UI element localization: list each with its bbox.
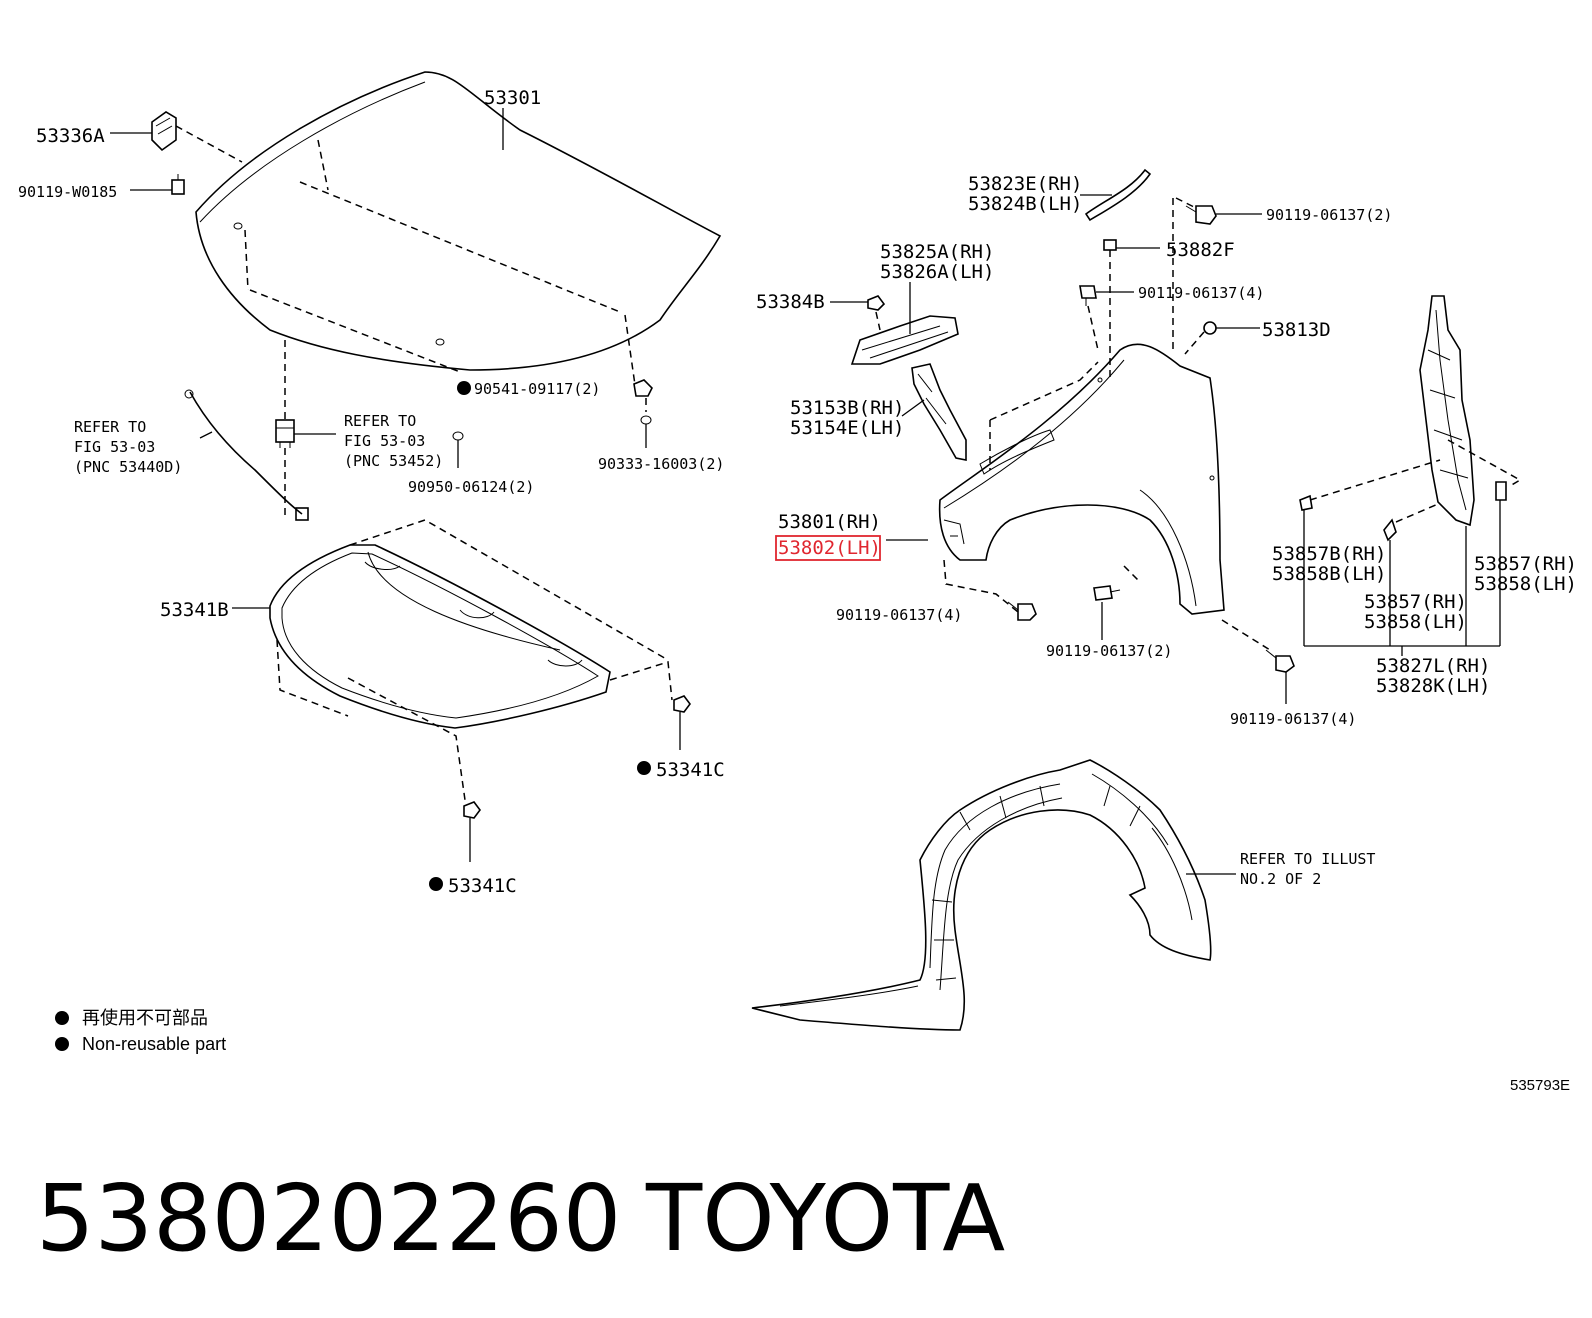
part-number: 5380202260 bbox=[36, 1165, 621, 1272]
fender-bracket bbox=[901, 363, 967, 461]
label-refer-mid-2: FIG 53-03 bbox=[344, 432, 425, 450]
label-refer-left-3: (PNC 53440D) bbox=[74, 458, 182, 476]
label-refer-liner-2: NO.2 OF 2 bbox=[1240, 870, 1321, 888]
label-protector-rh: 53825A(RH) bbox=[880, 241, 994, 263]
label-seal-mid-rh: 53857(RH) bbox=[1364, 591, 1467, 613]
fender-seal-pillar bbox=[1309, 295, 1522, 527]
non-reusable-mark bbox=[457, 381, 471, 395]
label-seal-right-lh: 53858(LH) bbox=[1474, 573, 1577, 595]
label-fender-rh: 53801(RH) bbox=[778, 511, 881, 533]
fender-clip-d bbox=[1184, 321, 1260, 355]
legend-en: Non-reusable part bbox=[82, 1034, 226, 1054]
label-bracket-rh: 53153B(RH) bbox=[790, 397, 904, 419]
fender-seal-top bbox=[1080, 168, 1152, 222]
fender-retainer bbox=[830, 295, 886, 331]
label-nut-f: 53882F bbox=[1166, 239, 1235, 261]
figure-code: 535793E bbox=[1510, 1077, 1570, 1094]
brand-name: TOYOTA bbox=[645, 1165, 1005, 1272]
fender-nut bbox=[1103, 239, 1160, 380]
hood-lock bbox=[275, 340, 336, 520]
label-retainer: 53384B bbox=[756, 291, 825, 313]
legend-jp: 再使用不可部品 bbox=[82, 1008, 208, 1028]
hood-cushion bbox=[452, 379, 653, 468]
label-clip-d: 53813D bbox=[1262, 319, 1331, 341]
label-insulator: 53341B bbox=[160, 599, 229, 621]
hood-drawing bbox=[195, 71, 722, 386]
fender-bolt-top bbox=[1172, 197, 1262, 350]
label-seal-lh: 53824B(LH) bbox=[968, 193, 1082, 215]
label-seal-right-rh: 53857(RH) bbox=[1474, 553, 1577, 575]
fender-bolts-lower bbox=[1007, 565, 1295, 704]
fender bbox=[886, 343, 1225, 615]
label-bolt-top: 90119-06137(2) bbox=[1266, 206, 1392, 224]
non-reusable-mark bbox=[637, 761, 651, 775]
label-refer-mid-1: REFER TO bbox=[344, 412, 416, 430]
hood-release-cable bbox=[184, 389, 309, 521]
label-bracket-lh: 53154E(LH) bbox=[790, 417, 904, 439]
label-refer-left-2: FIG 53-03 bbox=[74, 438, 155, 456]
hinge-bolt bbox=[130, 174, 185, 195]
highlight-box bbox=[775, 535, 881, 561]
label-fender-lh: 53802(LH) bbox=[778, 537, 881, 559]
non-reusable-mark bbox=[429, 877, 443, 891]
label-hinge-bolt: 90119-W0185 bbox=[18, 183, 117, 201]
label-nut-bumper: 90541-09117(2) bbox=[474, 380, 600, 398]
label-seal-assy-lh: 53828K(LH) bbox=[1376, 675, 1490, 697]
label-hood: 53301 bbox=[484, 87, 541, 109]
label-refer-mid-3: (PNC 53452) bbox=[344, 452, 443, 470]
label-seal-mid-lh: 53858(LH) bbox=[1364, 611, 1467, 633]
label-bolt-4b: 90119-06137(4) bbox=[836, 606, 962, 624]
fender-seal-clips bbox=[1299, 481, 1507, 656]
label-seal-assy-rh: 53827L(RH) bbox=[1376, 655, 1490, 677]
label-hinge-bracket: 53336A bbox=[36, 125, 105, 147]
label-pin: 90950-06124(2) bbox=[408, 478, 534, 496]
label-bolt-4c: 90119-06137(4) bbox=[1230, 710, 1356, 728]
label-refer-left-1: REFER TO bbox=[74, 418, 146, 436]
hood-insulator bbox=[232, 519, 673, 801]
label-bolt-4a: 90119-06137(4) bbox=[1138, 284, 1264, 302]
legend-bullet-en bbox=[55, 1037, 69, 1051]
legend-bullet-jp bbox=[55, 1011, 69, 1025]
fender-bolt-upper bbox=[1079, 285, 1134, 351]
label-bolt-2: 90119-06137(2) bbox=[1046, 642, 1172, 660]
label-refer-liner-1: REFER TO ILLUST bbox=[1240, 850, 1375, 868]
label-clip-bottom: 53341C bbox=[448, 875, 517, 897]
fender-liner bbox=[751, 759, 1236, 1031]
label-protector-lh: 53826A(LH) bbox=[880, 261, 994, 283]
label-clip-right: 53341C bbox=[656, 759, 725, 781]
insulator-clips bbox=[463, 695, 691, 862]
label-seal-b-lh: 53858B(LH) bbox=[1272, 563, 1386, 585]
label-seal-rh: 53823E(RH) bbox=[968, 173, 1082, 195]
hood-hinge-bracket bbox=[110, 111, 243, 163]
fender-protector bbox=[850, 282, 959, 365]
label-cushion: 90333-16003(2) bbox=[598, 455, 724, 473]
label-seal-b-rh: 53857B(RH) bbox=[1272, 543, 1386, 565]
